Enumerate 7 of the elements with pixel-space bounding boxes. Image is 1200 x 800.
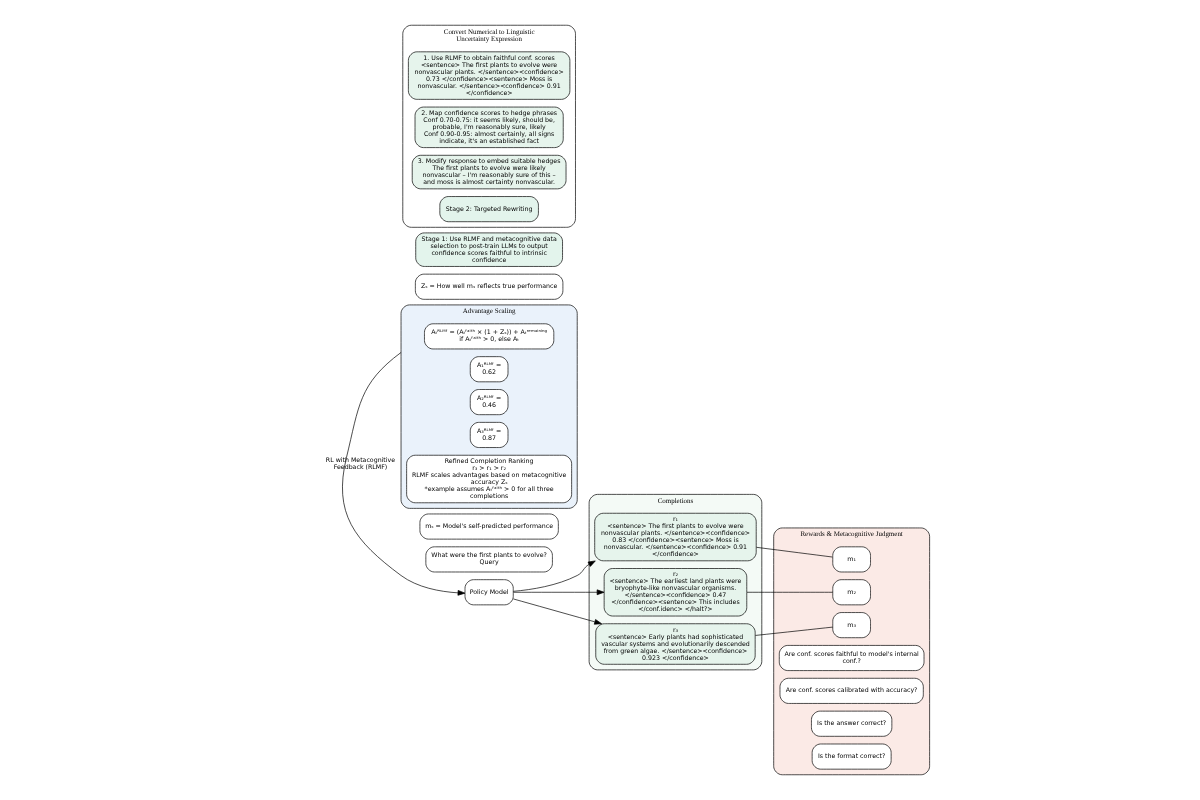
connector [754,626,833,636]
connector [755,546,832,558]
connector [745,591,833,593]
arrow [341,352,465,596]
arrow [511,598,601,625]
arrow [512,589,604,596]
arrow [512,560,595,592]
